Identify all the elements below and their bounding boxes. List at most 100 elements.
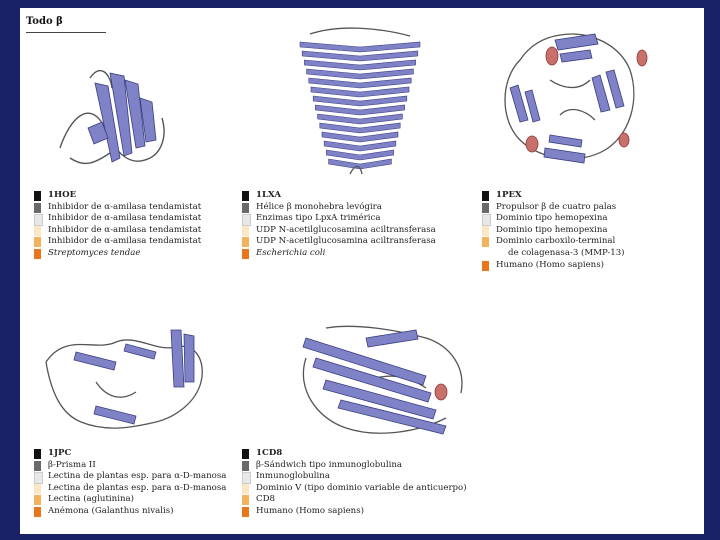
panel-code: 1LXA xyxy=(242,190,436,202)
beta-strand xyxy=(308,77,412,89)
color-swatch xyxy=(482,214,491,227)
classification-line: UDP N-acetilglucosamina aciltransferasa xyxy=(242,236,436,248)
classification-text: Enzimas tipo LpxA trimérica xyxy=(256,213,381,224)
beta-strand xyxy=(306,68,414,80)
classification-text: Inhibidor de α-amilasa tendamistat xyxy=(48,236,202,247)
classification-text: Inhibidor de α-amilasa tendamistat xyxy=(48,224,202,235)
color-swatch xyxy=(242,214,251,227)
classification-text: CD8 xyxy=(256,494,275,505)
color-swatch xyxy=(482,225,489,236)
classification-line: Dominio tipo hemopexina xyxy=(482,225,625,237)
color-swatch xyxy=(34,460,41,471)
section-heading: Todo β xyxy=(26,16,63,27)
classification-line: Dominio carboxilo-terminal xyxy=(482,236,625,248)
beta-strand xyxy=(321,131,399,143)
classification-line: de colagenasa-3 (MMP-13) xyxy=(482,248,625,260)
classification-line: Inhibidor de α-amilasa tendamistat xyxy=(34,225,201,237)
color-swatch xyxy=(34,191,41,201)
classification-line: Inhibidor de α-amilasa tendamistat xyxy=(34,213,202,227)
classification-text: Dominio V (tipo dominio variable de anti… xyxy=(256,482,467,493)
classification-line: Dominio V (tipo dominio variable de anti… xyxy=(242,483,467,495)
color-swatch xyxy=(34,483,41,494)
classification-line: β-Sándwich tipo inmunoglobulina xyxy=(242,460,467,472)
color-swatch xyxy=(242,248,249,259)
classification-text: UDP N-acetilglucosamina aciltransferasa xyxy=(256,236,436,247)
protein-structure-1pex xyxy=(504,33,648,164)
beta-strand xyxy=(315,104,405,116)
classification-line: Lectina (aglutinina) xyxy=(34,494,226,506)
color-swatch xyxy=(242,495,249,506)
coil-loop xyxy=(309,27,411,175)
classification-line: β-Prisma II xyxy=(34,460,226,472)
color-swatch xyxy=(482,260,489,271)
beta-strand xyxy=(312,95,408,107)
color-swatch xyxy=(242,460,249,471)
classification-text: Hélice β monohebra levógira xyxy=(256,201,382,212)
classification-line: Propulsor β de cuatro palas xyxy=(482,202,625,214)
color-swatch xyxy=(242,202,249,213)
classification-line: Anémona (Galanthus nivalis) xyxy=(34,506,226,518)
beta-strand xyxy=(317,113,403,125)
classification-text: β-Sándwich tipo inmunoglobulina xyxy=(256,459,403,470)
color-swatch xyxy=(242,237,249,248)
classification-line: Lectina de plantas esp. para α-D-manosa xyxy=(34,483,226,495)
beta-strand xyxy=(304,59,416,71)
classification-text: Streptomyces tendae xyxy=(48,247,141,258)
classification-line: Lectina de plantas esp. para α-D-manosa xyxy=(34,471,227,485)
classification-text: β-Prisma II xyxy=(48,459,96,470)
panel-code: 1HOE xyxy=(34,190,201,202)
color-swatch xyxy=(34,248,41,259)
classification-line: Hélice β monohebra levógira xyxy=(242,202,436,214)
color-swatch xyxy=(242,449,249,459)
classification-text: Humano (Homo sapiens) xyxy=(256,505,364,516)
color-swatch xyxy=(34,449,41,459)
classification-text: Lectina (aglutinina) xyxy=(48,494,134,505)
color-swatch xyxy=(34,506,41,517)
protein-structure-1cd8 xyxy=(302,325,463,435)
color-swatch xyxy=(482,191,489,201)
protein-structure-1jpc xyxy=(45,329,203,429)
classification-text: Inmunoglobulina xyxy=(256,471,330,482)
classification-text: Inhibidor de α-amilasa tendamistat xyxy=(48,201,202,212)
classification-line: Humano (Homo sapiens) xyxy=(482,260,625,272)
classification-text: de colagenasa-3 (MMP-13) xyxy=(508,247,625,258)
classification-text: Inhibidor de α-amilasa tendamistat xyxy=(48,213,202,224)
beta-strand xyxy=(319,122,401,134)
beta-strand xyxy=(323,140,397,152)
color-swatch xyxy=(242,483,249,494)
classification-text: Lectina de plantas esp. para α-D-manosa xyxy=(48,471,227,482)
protein-structure-1hoe xyxy=(59,69,165,165)
color-swatch xyxy=(34,202,41,213)
color-swatch xyxy=(34,472,43,485)
heading-rule xyxy=(26,32,106,33)
classification-line: Inhibidor de α-amilasa tendamistat xyxy=(34,236,201,248)
classification-line: Streptomyces tendae xyxy=(34,248,201,260)
color-swatch xyxy=(34,214,43,227)
classification-line: CD8 xyxy=(242,494,467,506)
beta-strand xyxy=(328,158,392,170)
color-swatch xyxy=(34,495,41,506)
color-swatch xyxy=(242,191,249,201)
classification-line: UDP N-acetilglucosamina aciltransferasa xyxy=(242,225,436,237)
classification-text: Escherichia coli xyxy=(256,247,326,258)
beta-strand xyxy=(310,86,410,98)
classification-text: UDP N-acetilglucosamina aciltransferasa xyxy=(256,224,436,235)
classification-line: Inhibidor de α-amilasa tendamistat xyxy=(34,202,201,214)
beta-strand xyxy=(301,50,419,62)
classification-line: Escherichia coli xyxy=(242,248,436,260)
classification-text: Lectina de plantas esp. para α-D-manosa xyxy=(48,482,227,493)
color-swatch xyxy=(242,506,249,517)
panel-code: 1JPC xyxy=(34,448,226,460)
protein-structure-1lxa xyxy=(299,27,421,175)
panel-code: 1CD8 xyxy=(242,448,467,460)
beta-strand xyxy=(299,41,421,53)
beta-strand xyxy=(326,149,394,161)
color-swatch xyxy=(482,237,489,248)
classification-text: Propulsor β de cuatro palas xyxy=(496,201,617,212)
